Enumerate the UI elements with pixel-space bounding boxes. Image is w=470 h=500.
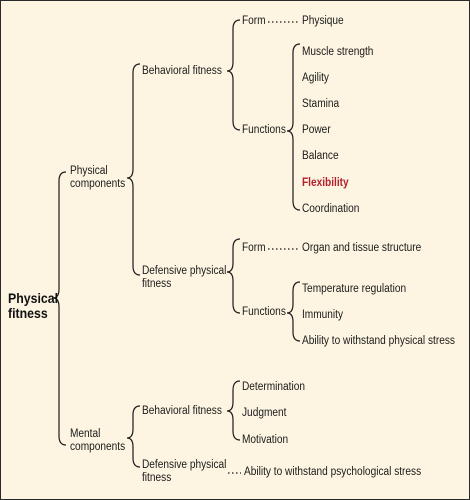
defensive-functions-label: Functions xyxy=(242,306,286,318)
mental-behavioral-label: Behavioral fitness xyxy=(142,405,222,417)
brace-root xyxy=(52,171,67,446)
defensive-form-label: Form xyxy=(242,242,266,254)
brace-defensive-functions xyxy=(286,281,301,342)
mental-item: Judgment xyxy=(242,407,287,419)
root-line-1: Physical xyxy=(8,290,59,306)
brace-behavioral-functions xyxy=(286,43,301,211)
function-item-highlighted: Flexibility xyxy=(302,177,349,189)
brace-physical-components xyxy=(126,63,141,276)
function-item: Muscle strength xyxy=(302,46,374,58)
physical-components-label: Physical components xyxy=(70,165,126,190)
brace-behavioral-fitness xyxy=(226,19,241,131)
behavioral-fitness-label: Behavioral fitness xyxy=(142,65,222,77)
function-item: Agility xyxy=(302,72,330,84)
mental-defensive-label: Defensive physical fitness xyxy=(142,459,227,484)
brace-defensive-physical xyxy=(226,238,241,314)
behavioral-form-label: Form xyxy=(242,15,266,27)
defensive-function-item: Immunity xyxy=(302,309,344,321)
defensive-function-item: Ability to withstand physical stress xyxy=(302,335,455,347)
mental-item: Determination xyxy=(242,381,306,393)
function-item: Coordination xyxy=(302,203,360,215)
root-label: Physical fitness xyxy=(8,291,58,321)
brace-mental-components xyxy=(126,405,141,468)
mental-item: Motivation xyxy=(242,434,289,446)
mental-defensive-value: Ability to withstand psychological stres… xyxy=(244,466,422,478)
defensive-function-item: Temperature regulation xyxy=(302,283,407,295)
function-item: Balance xyxy=(302,150,339,162)
defensive-form-value: Organ and tissue structure xyxy=(302,242,422,254)
function-item: Power xyxy=(302,124,331,136)
brace-mental-behavioral xyxy=(226,380,241,441)
root-line-2: fitness xyxy=(8,305,48,321)
defensive-physical-label: Defensive physical fitness xyxy=(142,265,227,290)
function-item: Stamina xyxy=(302,98,340,110)
behavioral-functions-label: Functions xyxy=(242,124,286,136)
behavioral-form-value: Physique xyxy=(302,15,344,27)
mental-components-label: Mental components xyxy=(70,428,126,453)
